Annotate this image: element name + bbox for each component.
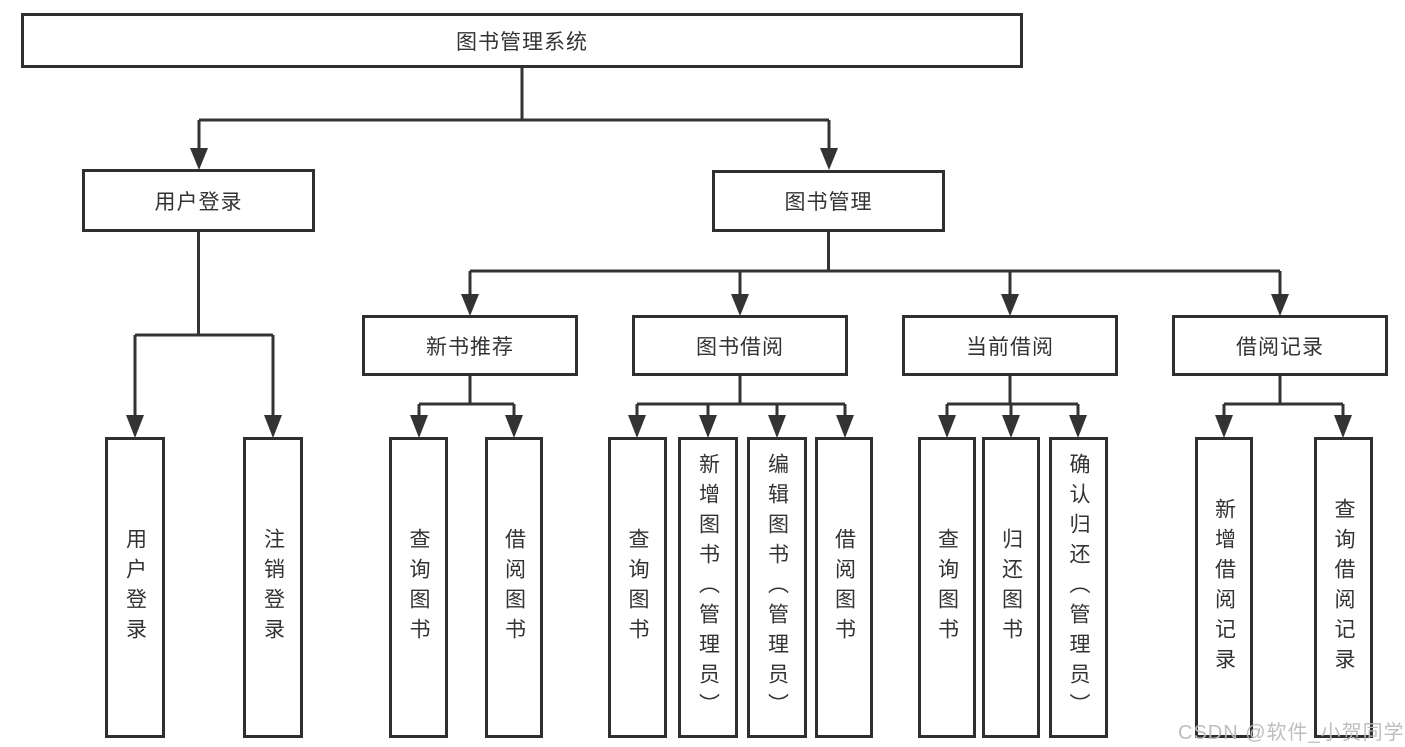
- arrow-down-icon: [1215, 415, 1233, 438]
- leaf-label: 归还图书: [999, 527, 1023, 648]
- arrow-down-icon: [731, 294, 749, 316]
- arrow-down-icon: [410, 415, 428, 438]
- leaf-label: 新增借阅记录: [1212, 497, 1236, 678]
- arrowheads: [126, 148, 1352, 438]
- leaf-edit-book-admin: 编辑图书（管理员）: [747, 437, 807, 738]
- leaf-label: 确认归还（管理员）: [1067, 452, 1090, 723]
- arrow-down-icon: [1001, 294, 1019, 316]
- leaf-label: 新增图书（管理员）: [696, 452, 720, 723]
- leaf-label: 编辑图书（管理员）: [765, 452, 789, 723]
- node-user-login: 用户登录: [82, 169, 315, 232]
- root-node-library-management-system: 图书管理系统: [21, 13, 1023, 68]
- arrow-down-icon: [628, 415, 646, 438]
- leaf-confirm-return-admin: 确认归还（管理员）: [1049, 437, 1108, 738]
- arrow-down-icon: [126, 415, 144, 438]
- arrow-down-icon: [264, 415, 282, 438]
- leaf-label: 借阅图书: [502, 527, 526, 648]
- arrow-down-icon: [505, 415, 523, 438]
- leaf-add-book-admin: 新增图书（管理员）: [678, 437, 738, 738]
- leaf-query-books-recommend: 查询图书: [389, 437, 448, 738]
- leaf-query-books-borrowing: 查询图书: [608, 437, 667, 738]
- arrow-down-icon: [1271, 294, 1289, 316]
- arrow-down-icon: [938, 415, 956, 438]
- arrow-down-icon: [461, 294, 479, 316]
- leaf-label: 查询图书: [935, 527, 959, 648]
- leaf-label: 查询借阅记录: [1332, 497, 1355, 678]
- leaf-label: 注销登录: [261, 527, 285, 648]
- node-current-borrowing: 当前借阅: [902, 315, 1118, 376]
- node-book-management: 图书管理: [712, 170, 945, 232]
- arrow-down-icon: [1069, 415, 1087, 438]
- arrow-down-icon: [1002, 415, 1020, 438]
- leaf-label: 借阅图书: [832, 527, 856, 648]
- leaf-borrow-books-borrowing: 借阅图书: [815, 437, 873, 738]
- leaf-logout-login: 注销登录: [243, 437, 303, 738]
- leaf-label: 查询图书: [626, 527, 649, 648]
- leaf-add-borrow-record: 新增借阅记录: [1195, 437, 1253, 738]
- arrow-down-icon: [1334, 415, 1352, 438]
- connector-lines: [133, 68, 1345, 418]
- leaf-query-books-current: 查询图书: [918, 437, 976, 738]
- leaf-label: 查询图书: [407, 527, 430, 648]
- leaf-query-borrow-record: 查询借阅记录: [1314, 437, 1373, 738]
- arrow-down-icon: [190, 148, 208, 170]
- arrow-down-icon: [836, 415, 854, 438]
- node-book-borrowing: 图书借阅: [632, 315, 848, 376]
- leaf-borrow-books-recommend: 借阅图书: [485, 437, 543, 738]
- arrow-down-icon: [768, 415, 786, 438]
- leaf-user-login: 用户登录: [105, 437, 165, 738]
- arrow-down-icon: [699, 415, 717, 438]
- arrow-down-icon: [820, 148, 838, 170]
- leaf-return-books: 归还图书: [982, 437, 1040, 738]
- node-borrowing-records: 借阅记录: [1172, 315, 1388, 376]
- node-new-book-recommendation: 新书推荐: [362, 315, 578, 376]
- leaf-label: 用户登录: [123, 527, 147, 648]
- csdn-watermark: CSDN @软件_小贺同学: [1178, 722, 1405, 744]
